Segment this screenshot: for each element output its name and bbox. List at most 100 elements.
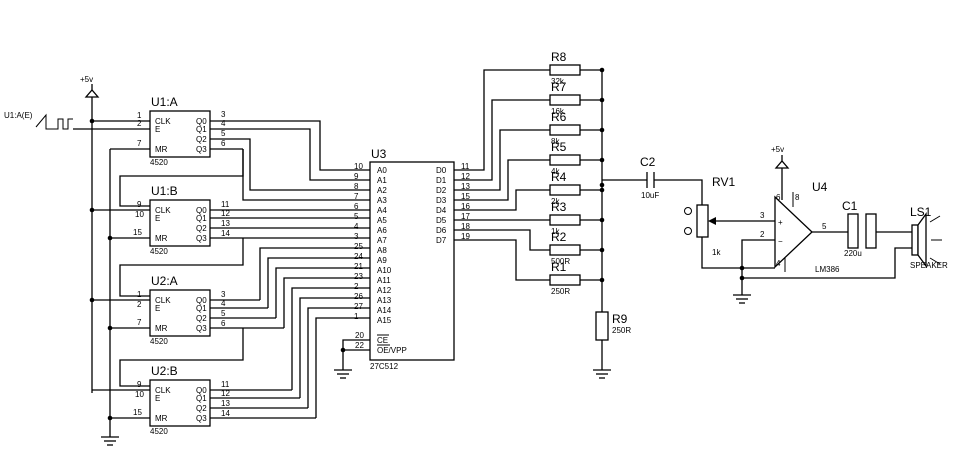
svg-text:E: E: [155, 125, 160, 134]
svg-text:3: 3: [760, 211, 765, 220]
svg-text:11: 11: [221, 200, 230, 209]
resistor-r9: R9 250R: [593, 311, 631, 379]
eprom-ref: U3: [371, 147, 387, 161]
eprom-data-label: D2: [436, 186, 447, 195]
svg-text:Q3: Q3: [196, 234, 207, 243]
svg-text:8: 8: [795, 193, 800, 202]
eprom-data-pin: 13: [461, 182, 470, 191]
svg-text:5: 5: [822, 222, 827, 231]
svg-text:C1: C1: [842, 199, 858, 213]
eprom-data-pin: 19: [461, 232, 470, 241]
eprom-addr-pin: 10: [354, 162, 363, 171]
resistor-value: 2k: [551, 197, 560, 206]
eprom-addr-label: A3: [377, 196, 387, 205]
svg-text:Q0: Q0: [196, 386, 207, 395]
eprom-addr-pin: 9: [354, 172, 359, 181]
resistor-ref: R2: [551, 230, 567, 244]
eprom-addr-pin: 6: [354, 202, 359, 211]
counter-u1a: U1:A CLK E MR Q0 Q1 Q2 Q3 1 2 7 3 4 5 6 …: [137, 95, 243, 167]
svg-text:15: 15: [133, 408, 142, 417]
svg-text:MR: MR: [155, 414, 168, 423]
svg-text:MR: MR: [155, 234, 168, 243]
svg-text:4: 4: [776, 259, 781, 268]
capacitor-c1: C1 220u: [842, 199, 912, 258]
counter-u1b: U1:B CLK E MR Q0 Q1 Q2 Q3 9 10 15 11 12 …: [133, 184, 243, 256]
resistor-ref: R4: [551, 170, 567, 184]
capacitor-c2: C2 10uF: [602, 155, 703, 205]
resistor-value: 4k: [551, 167, 560, 176]
eprom-addr-label: A7: [377, 236, 387, 245]
svg-text:CE: CE: [377, 336, 388, 345]
eprom-addr-label: A12: [377, 286, 392, 295]
svg-text:4520: 4520: [150, 247, 168, 256]
svg-text:RV1: RV1: [712, 175, 735, 189]
svg-text:15: 15: [133, 228, 142, 237]
eprom-addr-pin: 4: [354, 222, 359, 231]
svg-text:4: 4: [221, 299, 226, 308]
reset-ground-rail: [101, 148, 150, 446]
svg-text:4520: 4520: [150, 427, 168, 436]
svg-text:Q3: Q3: [196, 145, 207, 154]
svg-text:CLK: CLK: [155, 386, 171, 395]
svg-text:13: 13: [221, 399, 230, 408]
svg-text:Q2: Q2: [196, 314, 207, 323]
resistor-value: 16k: [551, 107, 565, 116]
eprom-addr-pin: 27: [354, 302, 363, 311]
svg-text:3: 3: [221, 110, 226, 119]
svg-text:6: 6: [221, 319, 226, 328]
eprom-addr-pin: 25: [354, 242, 363, 251]
address-bus-wiring: [240, 120, 370, 418]
svg-text:4520: 4520: [150, 337, 168, 346]
svg-text:2: 2: [760, 230, 765, 239]
resistor-ref: R8: [551, 50, 567, 64]
eprom-addr-label: A6: [377, 226, 387, 235]
eprom-addr-label: A14: [377, 306, 392, 315]
eprom-data-pin: 11: [461, 162, 470, 171]
svg-text:SPEAKER: SPEAKER: [910, 261, 948, 270]
eprom-addr-pin: 3: [354, 232, 359, 241]
eprom-data-label: D6: [436, 226, 447, 235]
resistor-value: 8k: [551, 137, 560, 146]
eprom-addr-pin: 2: [354, 282, 359, 291]
eprom-data-label: D3: [436, 196, 447, 205]
svg-text:OE/VPP: OE/VPP: [377, 346, 407, 355]
svg-text:Q0: Q0: [196, 206, 207, 215]
eprom-data-label: D4: [436, 206, 447, 215]
potentiometer-rv1: RV1 1k: [684, 175, 775, 269]
svg-text:27C512: 27C512: [370, 362, 399, 371]
eprom-addr-label: A8: [377, 246, 387, 255]
eprom-addr-label: A5: [377, 216, 387, 225]
svg-text:14: 14: [221, 229, 230, 238]
svg-text:Q0: Q0: [196, 296, 207, 305]
eprom-addr-label: A4: [377, 206, 387, 215]
eprom-data-pin: 12: [461, 172, 470, 181]
resistor-value: 1k: [551, 227, 560, 236]
svg-text:CLK: CLK: [155, 296, 171, 305]
svg-text:9: 9: [137, 380, 142, 389]
power-rail-left: +5v: [80, 75, 150, 393]
svg-text:R9: R9: [612, 312, 628, 326]
cascade-wiring: [119, 149, 244, 387]
eprom-addr-label: A15: [377, 316, 392, 325]
eprom-addr-pin: 26: [354, 292, 363, 301]
counter-u2b: U2:B CLK E MR Q0 Q1 Q2 Q3 9 10 15 11 12 …: [133, 364, 316, 436]
svg-text:Q1: Q1: [196, 304, 207, 313]
data-bus-wire: [454, 69, 550, 171]
svg-text:20: 20: [355, 331, 364, 340]
svg-text:Q0: Q0: [196, 117, 207, 126]
data-bus-wire: [454, 189, 550, 211]
counter-u2a: U2:A CLK E MR Q0 Q1 Q2 Q3 1 2 7 3 4 5 6 …: [137, 274, 284, 346]
svg-text:10uF: 10uF: [641, 191, 659, 200]
counter-ref: U2:B: [151, 364, 178, 378]
svg-text:+: +: [778, 218, 783, 227]
resistor-ref: R6: [551, 110, 567, 124]
resistor-value: 250R: [551, 287, 570, 296]
svg-text:22: 22: [355, 341, 364, 350]
speaker-ls1: LS1 SPEAKER: [742, 205, 948, 279]
eprom-addr-pin: 5: [354, 212, 359, 221]
